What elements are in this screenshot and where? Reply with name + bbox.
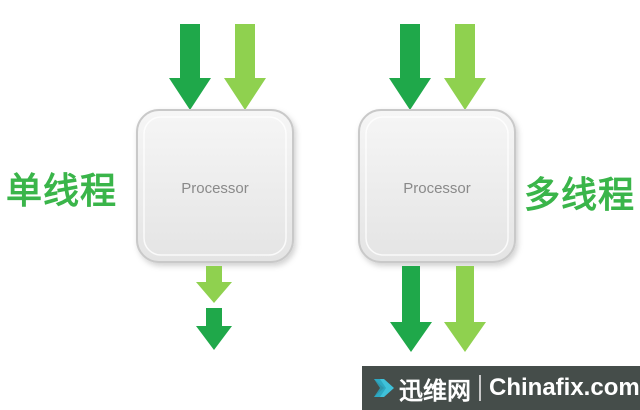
- processor-label-single: Processor: [181, 180, 249, 197]
- single-thread-label: 单线程: [6, 171, 118, 212]
- multi-input-arrow-dark: [389, 24, 431, 110]
- processor-label-multi: Processor: [403, 180, 471, 197]
- watermark-divider: [479, 375, 481, 401]
- watermark: 迅维网 Chinafix.com: [362, 366, 640, 410]
- watermark-logo: 迅维网: [372, 371, 471, 406]
- multi-output-arrow-light: [444, 266, 486, 352]
- chevron-logo-icon: [374, 379, 394, 397]
- watermark-logo-text: 迅维网: [399, 376, 471, 405]
- single-output-arrow-light: [196, 266, 232, 303]
- multi-thread-label: 多线程: [524, 175, 636, 216]
- multi-input-arrow-light: [444, 24, 486, 110]
- single-input-arrow-light: [224, 24, 266, 110]
- multi-output-arrow-dark: [390, 266, 432, 352]
- multi-processor-box: Processor: [358, 109, 516, 263]
- single-input-arrow-dark: [169, 24, 211, 110]
- single-output-arrow-dark: [196, 308, 232, 350]
- single-processor-box: Processor: [136, 109, 294, 263]
- watermark-site: Chinafix.com: [489, 374, 640, 401]
